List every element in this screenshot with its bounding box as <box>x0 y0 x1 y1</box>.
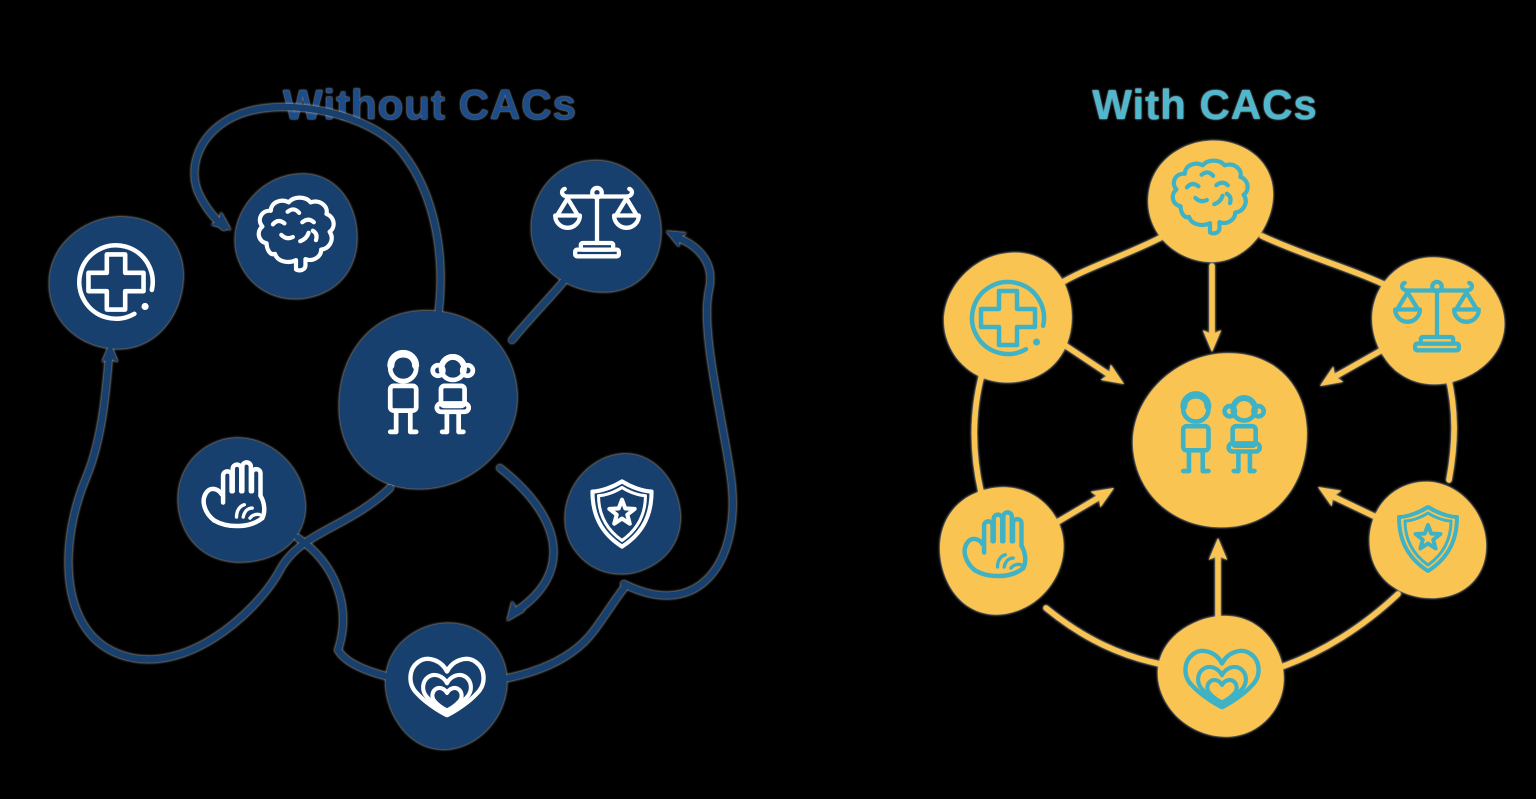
ring-line <box>1259 233 1395 291</box>
ring-line <box>1043 605 1163 667</box>
arrow-line <box>1051 495 1101 527</box>
node-blob-shield <box>1369 481 1487 599</box>
with-cacs-title: With CACs <box>1092 81 1318 128</box>
arrowhead <box>1313 479 1342 507</box>
node-blob-shield <box>542 435 702 595</box>
node-blob-children <box>339 310 517 489</box>
tangle-line <box>620 234 736 599</box>
node-blob-hand <box>921 469 1083 630</box>
node-blob-brain <box>220 162 371 313</box>
ring-line <box>1445 373 1457 483</box>
node-blob-children <box>1132 353 1307 528</box>
tangle-line <box>191 103 444 328</box>
tangle-line <box>508 278 567 344</box>
ring-line <box>1053 235 1163 289</box>
arrow-line <box>1063 343 1111 377</box>
node-blob-medical <box>933 243 1083 393</box>
tangle-line <box>496 464 557 616</box>
ring-line <box>971 371 985 495</box>
node-blob-medical <box>39 205 193 359</box>
arrowhead <box>1314 366 1344 394</box>
without-cacs-group <box>39 103 736 769</box>
without-cacs-title: Without CACs <box>283 81 577 128</box>
arrowhead <box>1090 480 1119 508</box>
with-cacs-group <box>921 121 1525 761</box>
arrowhead <box>1100 364 1130 392</box>
arrow-line <box>1333 347 1385 379</box>
arrow-line <box>1331 494 1381 521</box>
node-blob-brain <box>1131 121 1289 279</box>
tangle-line <box>65 352 394 663</box>
ring-line <box>1281 591 1401 669</box>
